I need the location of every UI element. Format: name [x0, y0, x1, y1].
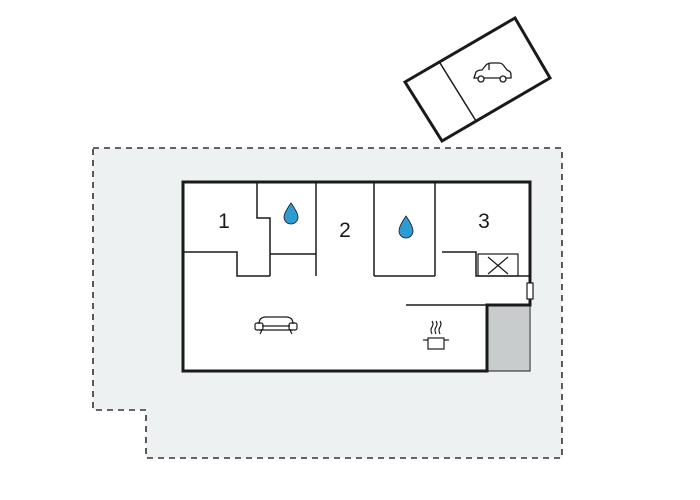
- room-label-1: 1: [218, 210, 230, 233]
- cross-icon: [477, 253, 519, 277]
- room-label-3: 3: [478, 210, 490, 233]
- garage: [402, 15, 553, 144]
- garage-divider: [439, 62, 477, 122]
- fixed-block: [487, 305, 529, 371]
- house: 1 2 3: [181, 180, 534, 373]
- sofa-icon: [254, 316, 298, 335]
- window: [526, 282, 534, 300]
- fixed-block-outline: [487, 305, 531, 372]
- water-drop-icon: [283, 202, 299, 225]
- car-icon: [473, 62, 512, 83]
- cooking-pot-icon: [423, 320, 449, 350]
- outer-wall: [181, 180, 532, 373]
- water-drop-icon: [398, 215, 414, 239]
- room-label-2: 2: [339, 219, 351, 242]
